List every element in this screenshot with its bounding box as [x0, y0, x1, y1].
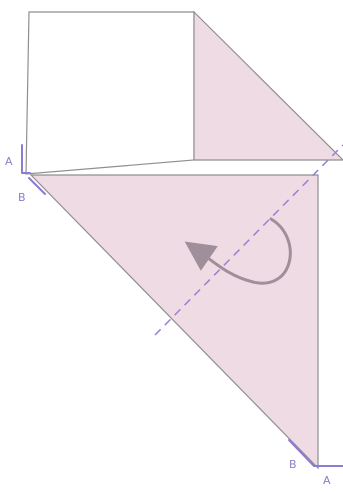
label-bottom-b: B	[289, 458, 297, 471]
label-top-b: B	[18, 191, 26, 204]
curved-arrow-icon	[184, 217, 292, 285]
lower-pink-triangle	[29, 174, 319, 470]
label-bottom-a: A	[323, 474, 331, 487]
top-edge-marker-a	[21, 144, 31, 174]
dashed-fold-line	[154, 144, 343, 336]
white-paper-panel	[25, 11, 195, 175]
top-edge-marker-b	[28, 177, 46, 195]
bottom-edge-marker-b	[288, 439, 315, 467]
label-top-a: A	[5, 155, 13, 168]
upper-pink-triangle	[193, 10, 343, 161]
